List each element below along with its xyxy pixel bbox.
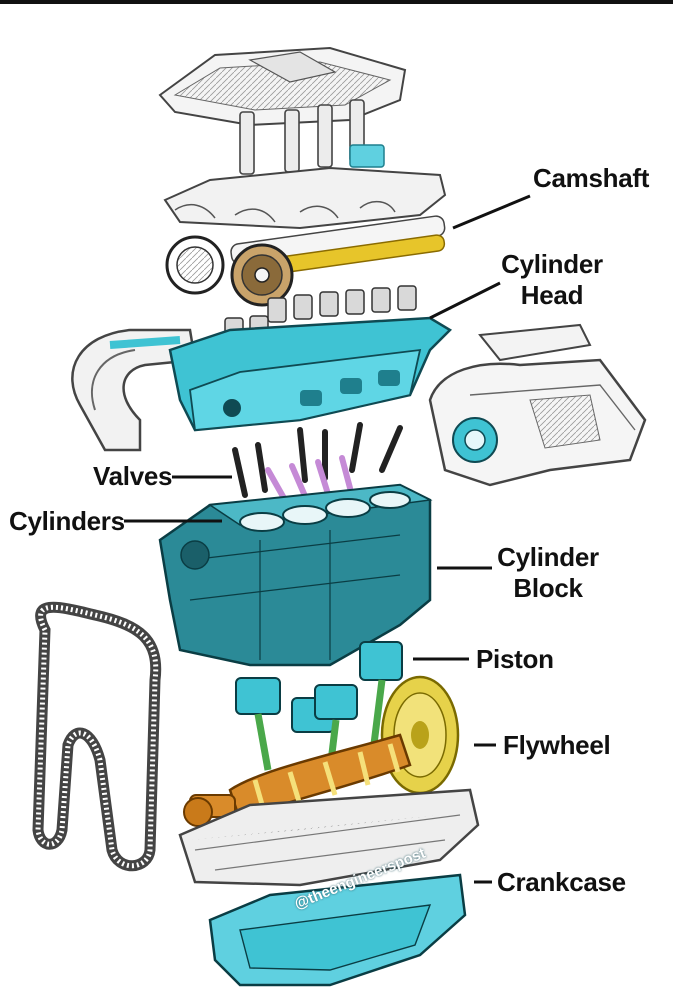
leader-camshaft bbox=[452, 194, 531, 230]
valves-part bbox=[232, 422, 403, 503]
camshaft-part bbox=[165, 215, 446, 307]
ignition-coils bbox=[239, 99, 365, 175]
label-cylinder-block-line1: Cylinder bbox=[497, 542, 599, 572]
label-cylinder-head: Cylinder Head bbox=[500, 249, 604, 311]
top-edge-bar bbox=[0, 0, 673, 4]
pistons-part bbox=[235, 641, 403, 771]
cylinder-block-part bbox=[158, 483, 433, 667]
label-cylinder-head-line2: Head bbox=[520, 280, 584, 310]
label-cylinder-block: Cylinder Block bbox=[496, 542, 600, 604]
label-piston: Piston bbox=[476, 644, 554, 674]
label-flywheel: Flywheel bbox=[503, 730, 611, 760]
oil-pan bbox=[208, 873, 467, 987]
crankshaft-part bbox=[183, 733, 412, 827]
label-cylinder-head-line1: Cylinder bbox=[501, 249, 603, 279]
label-cylinders: Cylinders bbox=[9, 506, 125, 536]
lifters bbox=[224, 285, 417, 343]
timing-belt bbox=[32, 601, 162, 872]
label-camshaft: Camshaft bbox=[533, 163, 650, 193]
label-crankcase: Crankcase bbox=[497, 867, 626, 897]
label-cylinder-block-line2: Block bbox=[513, 573, 583, 603]
crankcase-part bbox=[178, 788, 480, 887]
valve-cover bbox=[158, 46, 407, 127]
label-valves: Valves bbox=[93, 461, 173, 491]
flywheel-part bbox=[380, 675, 460, 795]
leader-cylinder-head bbox=[429, 281, 501, 320]
leader-lines bbox=[124, 194, 531, 884]
cylinder-head-part bbox=[168, 316, 453, 432]
cam-carrier bbox=[163, 144, 447, 230]
intake-manifold bbox=[428, 323, 647, 487]
